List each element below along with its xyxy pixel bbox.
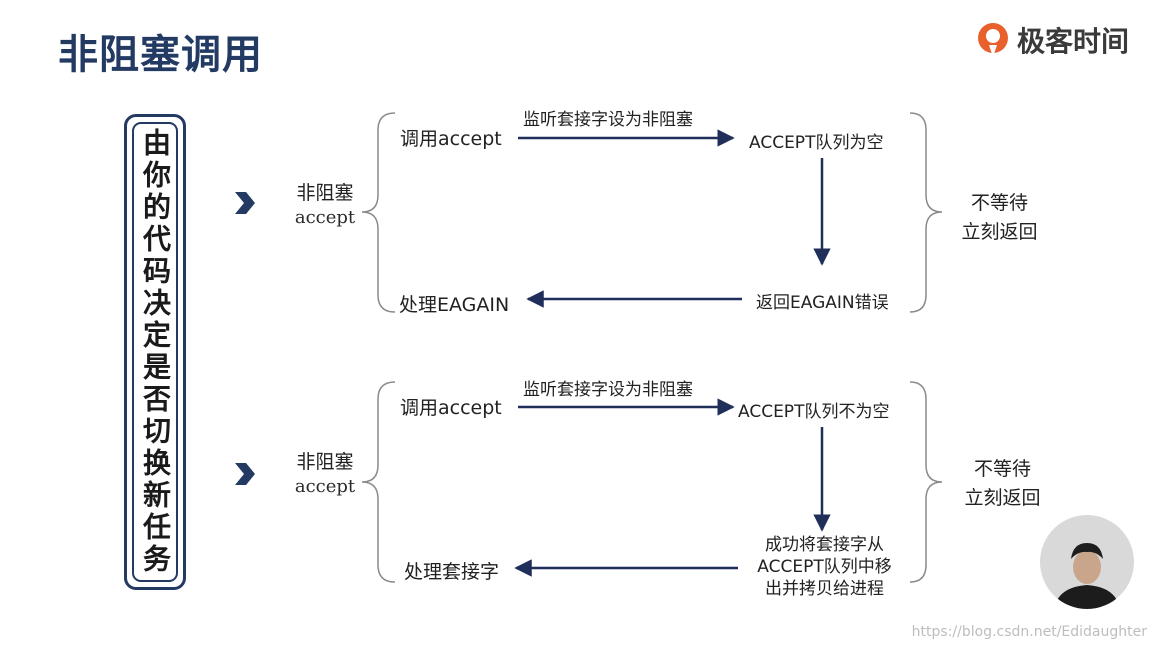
label-line: 不等待 <box>973 458 1031 480</box>
label-line: 不等待 <box>970 192 1028 214</box>
sidebar-caption: 由你的代码决定是否切换新任务 <box>139 128 172 576</box>
sidebar-box: 由你的代码决定是否切换新任务 <box>124 114 186 590</box>
label-line: accept <box>294 476 356 497</box>
step-queue-empty: ACCEPT队列为空 <box>749 133 884 153</box>
page-title: 非阻塞调用 <box>58 32 263 78</box>
arrow-label: 监听套接字设为非阻塞 <box>523 110 693 130</box>
right-brace <box>909 381 943 583</box>
flow-left-label: 非阻塞 accept <box>290 447 360 497</box>
step-return-eagain: 返回EAGAIN错误 <box>756 293 889 313</box>
flow-left-label: 非阻塞 accept <box>290 178 360 228</box>
label-line: 非阻塞 <box>296 451 354 473</box>
label-line: ACCEPT队列中移 <box>757 557 892 577</box>
arrow-label: 监听套接字设为非阻塞 <box>523 380 693 400</box>
step-move-socket: 成功将套接字从 ACCEPT队列中移 出并拷贝给进程 <box>742 534 907 600</box>
step-call-accept: 调用accept <box>400 397 502 419</box>
brand-name: 极客时间 <box>1017 25 1130 58</box>
step-queue-not-empty: ACCEPT队列不为空 <box>738 402 890 422</box>
label-line: 立刻返回 <box>961 221 1038 243</box>
label-line: 出并拷贝给进程 <box>765 579 884 599</box>
left-brace <box>361 381 396 583</box>
chevron-right-icon <box>235 192 255 214</box>
step-handle-eagain: 处理EAGAIN <box>399 294 510 316</box>
sidebar-inner-border <box>132 122 178 582</box>
label-line: 立刻返回 <box>964 487 1041 509</box>
label-line: 成功将套接字从 <box>765 535 884 555</box>
right-brace <box>909 112 943 313</box>
presenter-avatar <box>1040 515 1134 609</box>
step-call-accept: 调用accept <box>400 128 502 150</box>
watermark: https://blog.csdn.net/Edidaughter <box>911 624 1147 640</box>
geektime-logo-icon <box>978 23 1008 57</box>
flow-right-label: 不等待 立刻返回 <box>955 454 1050 510</box>
step-handle-socket: 处理套接字 <box>404 561 500 583</box>
label-line: accept <box>294 207 356 228</box>
left-brace <box>361 112 396 313</box>
label-line: 非阻塞 <box>296 182 354 204</box>
brand-logo: 极客时间 <box>975 20 1129 60</box>
flow-right-label: 不等待 立刻返回 <box>952 188 1047 244</box>
chevron-right-icon <box>235 463 255 485</box>
